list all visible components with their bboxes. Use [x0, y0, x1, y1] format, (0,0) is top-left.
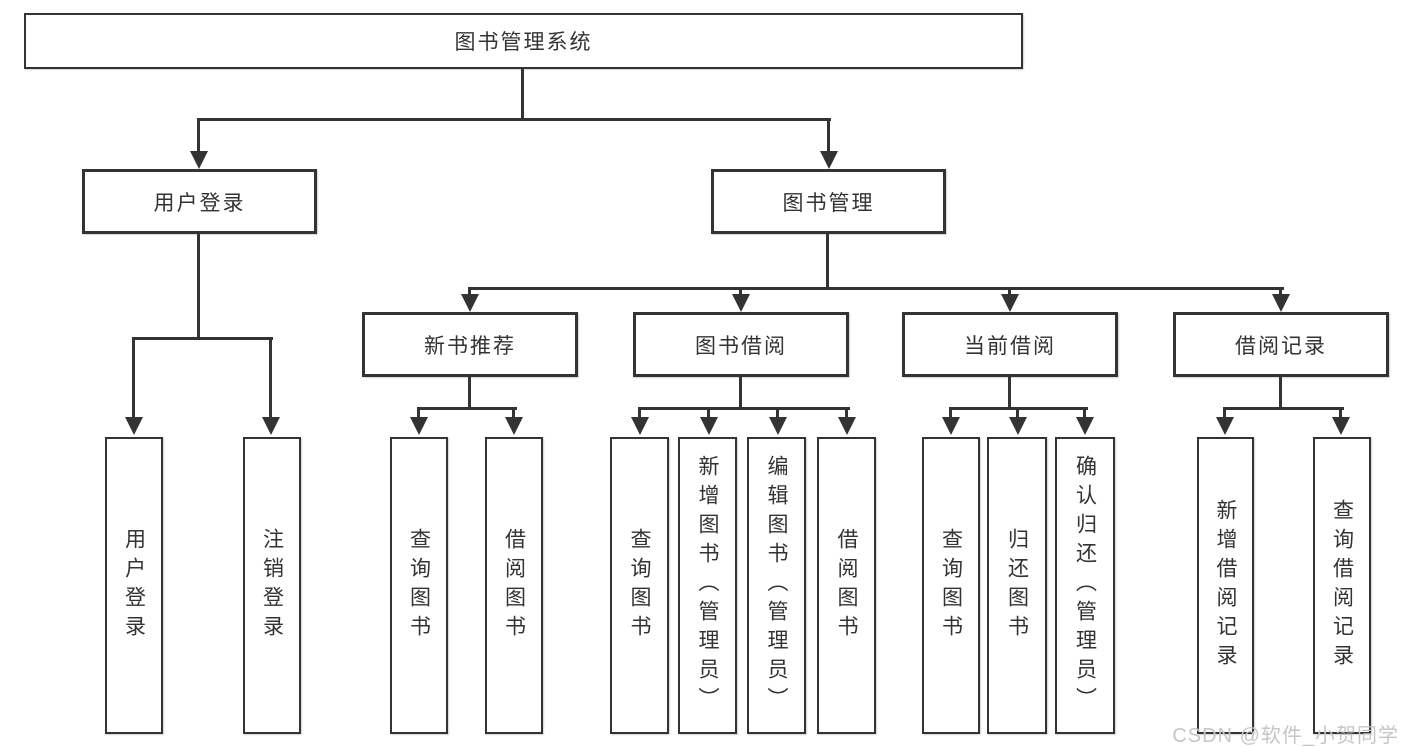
- arrow-down-icon: [820, 151, 838, 169]
- node-leaf-borrow-query-book: 查询图书: [610, 437, 669, 734]
- connector-line: [776, 407, 779, 419]
- arrow-down-icon: [1332, 417, 1350, 435]
- arrow-down-icon: [838, 417, 856, 435]
- arrow-down-icon: [262, 417, 280, 435]
- connector-line: [845, 407, 848, 419]
- connector-line: [132, 337, 273, 340]
- arrow-down-icon: [505, 417, 523, 435]
- arrow-down-icon: [410, 417, 428, 435]
- node-leaf-add-book-admin: 新增图书（管理员）: [678, 437, 737, 734]
- connector-line: [521, 69, 524, 121]
- node-leaf-logout: 注销登录: [243, 437, 301, 734]
- node-borrow-record: 借阅记录: [1173, 312, 1389, 377]
- arrow-down-icon: [190, 151, 208, 169]
- node-leaf-edit-book-admin: 编辑图书（管理员）: [747, 437, 806, 734]
- node-leaf-recommend-query-book: 查询图书: [390, 437, 448, 734]
- node-book-management: 图书管理: [711, 169, 946, 234]
- connector-line: [1279, 287, 1282, 297]
- connector-line: [197, 118, 831, 121]
- node-current-borrow: 当前借阅: [902, 312, 1118, 377]
- connector-line: [1339, 407, 1342, 419]
- arrow-down-icon: [1076, 417, 1094, 435]
- arrow-down-icon: [461, 294, 479, 312]
- connector-line: [417, 407, 517, 410]
- arrow-down-icon: [125, 417, 143, 435]
- connector-line: [1008, 287, 1011, 297]
- node-new-book-recommend: 新书推荐: [362, 312, 578, 377]
- connector-line: [739, 287, 742, 297]
- node-leaf-confirm-return-admin: 确认归还（管理员）: [1055, 437, 1115, 734]
- connector-line: [1008, 377, 1011, 409]
- connector-line: [1223, 407, 1226, 419]
- arrow-down-icon: [1001, 294, 1019, 312]
- node-leaf-recommend-borrow-book: 借阅图书: [485, 437, 543, 734]
- csdn-watermark: CSDN @软件_小贺同学: [1172, 725, 1399, 747]
- connector-line: [417, 407, 420, 419]
- arrow-down-icon: [1009, 417, 1027, 435]
- node-leaf-query-borrow-record: 查询借阅记录: [1313, 437, 1371, 734]
- connector-line: [468, 287, 1284, 290]
- connector-line: [1279, 377, 1282, 409]
- node-user-login: 用户登录: [82, 169, 317, 234]
- connector-line: [468, 377, 471, 409]
- node-leaf-borrow-book: 借阅图书: [817, 437, 876, 734]
- connector-line: [707, 407, 710, 419]
- connector-line: [826, 234, 829, 290]
- arrow-down-icon: [631, 417, 649, 435]
- connector-line: [739, 377, 742, 409]
- node-leaf-return-book: 归还图书: [987, 437, 1047, 734]
- arrow-down-icon: [1272, 294, 1290, 312]
- connector-line: [638, 407, 641, 419]
- arrow-down-icon: [732, 294, 750, 312]
- node-book-borrow: 图书借阅: [633, 312, 849, 377]
- connector-line: [132, 337, 135, 419]
- node-leaf-add-borrow-record: 新增借阅记录: [1197, 437, 1254, 734]
- connector-line: [512, 407, 515, 419]
- arrow-down-icon: [700, 417, 718, 435]
- connector-line: [638, 407, 850, 410]
- connector-line: [468, 287, 471, 297]
- connector-line: [197, 118, 200, 154]
- connector-line: [949, 407, 952, 419]
- connector-line: [827, 118, 830, 154]
- arrow-down-icon: [769, 417, 787, 435]
- connector-line: [269, 337, 272, 419]
- connector-line: [1223, 407, 1344, 410]
- node-root: 图书管理系统: [24, 13, 1023, 69]
- connector-line: [197, 234, 200, 340]
- node-leaf-user-login: 用户登录: [105, 437, 163, 734]
- connector-line: [1083, 407, 1086, 419]
- arrow-down-icon: [942, 417, 960, 435]
- node-leaf-current-query-book: 查询图书: [922, 437, 980, 734]
- connector-line: [1016, 407, 1019, 419]
- arrow-down-icon: [1216, 417, 1234, 435]
